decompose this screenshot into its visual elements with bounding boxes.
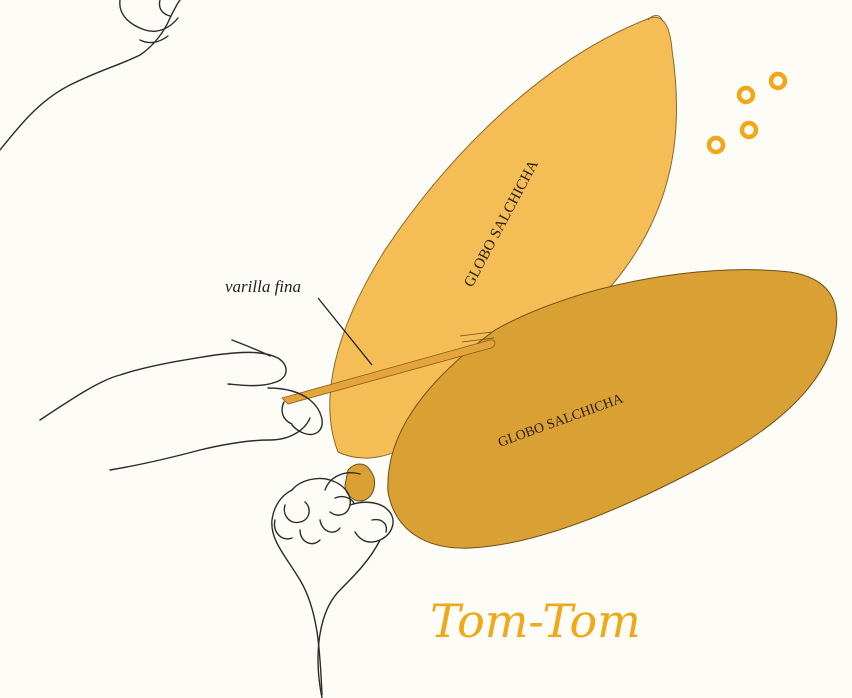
artist-signature: Tom-Tom [430, 594, 641, 648]
upper-left-arm-sketch [0, 0, 180, 150]
decorative-dots [709, 74, 785, 152]
pinching-hands-sketch [272, 464, 393, 698]
left-hand-sketch [40, 340, 322, 470]
varilla-fina-label: varilla fina [225, 277, 301, 296]
